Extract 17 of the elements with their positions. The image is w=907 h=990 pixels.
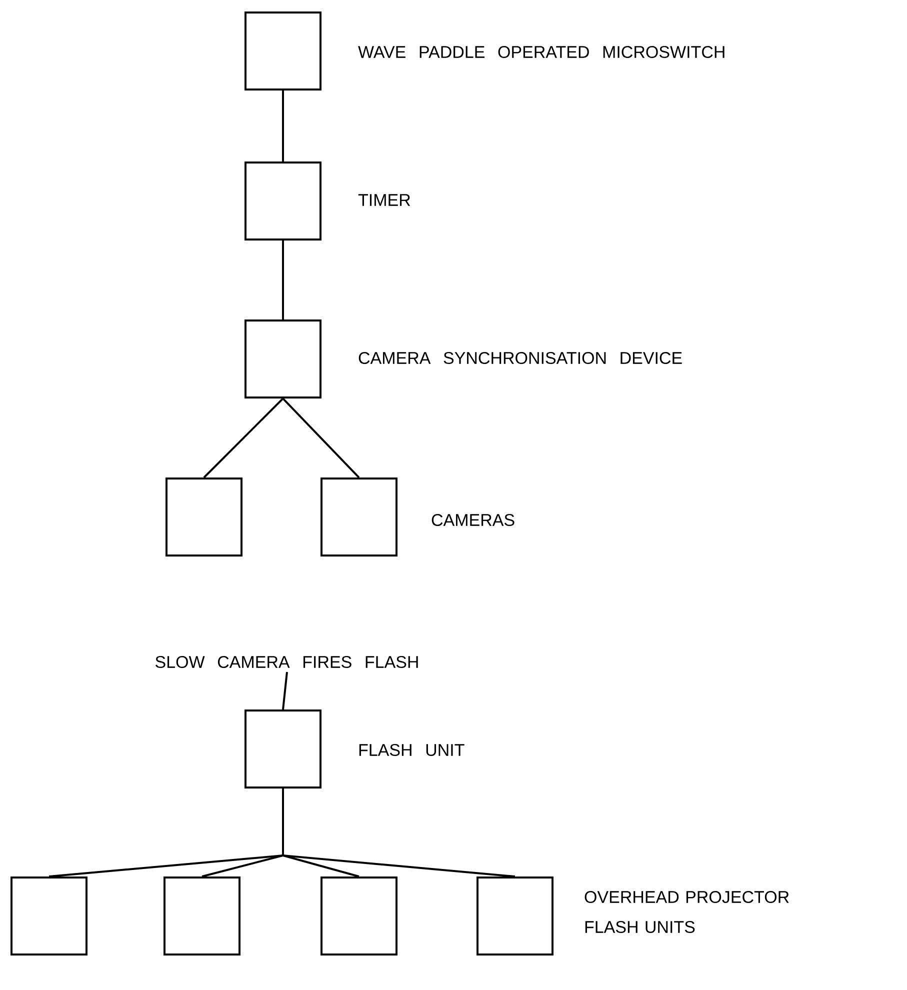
connector-line	[282, 90, 284, 162]
box-shape	[164, 876, 240, 956]
box-shape	[10, 876, 88, 956]
connector-line	[282, 398, 360, 478]
box-label: FLASH UNIT	[359, 744, 464, 756]
flow-label: SLOW CAMERA FIRES FLASH	[156, 656, 418, 668]
box-shape	[166, 478, 242, 556]
connector-line	[203, 398, 284, 478]
box-label: WAVE PADDLE OPERATED MICROSWITCH	[358, 46, 724, 58]
connector-line	[282, 672, 288, 710]
connector-line	[282, 788, 516, 878]
connector-line	[282, 240, 284, 320]
box-label: OVERHEAD PROJECTOR FLASH UNITS	[584, 890, 789, 934]
box-label: CAMERAS	[432, 514, 514, 526]
box-label: CAMERA SYNCHRONISATION DEVICE	[358, 352, 682, 364]
box-label: TIMER	[358, 194, 410, 206]
box-shape	[320, 876, 398, 956]
